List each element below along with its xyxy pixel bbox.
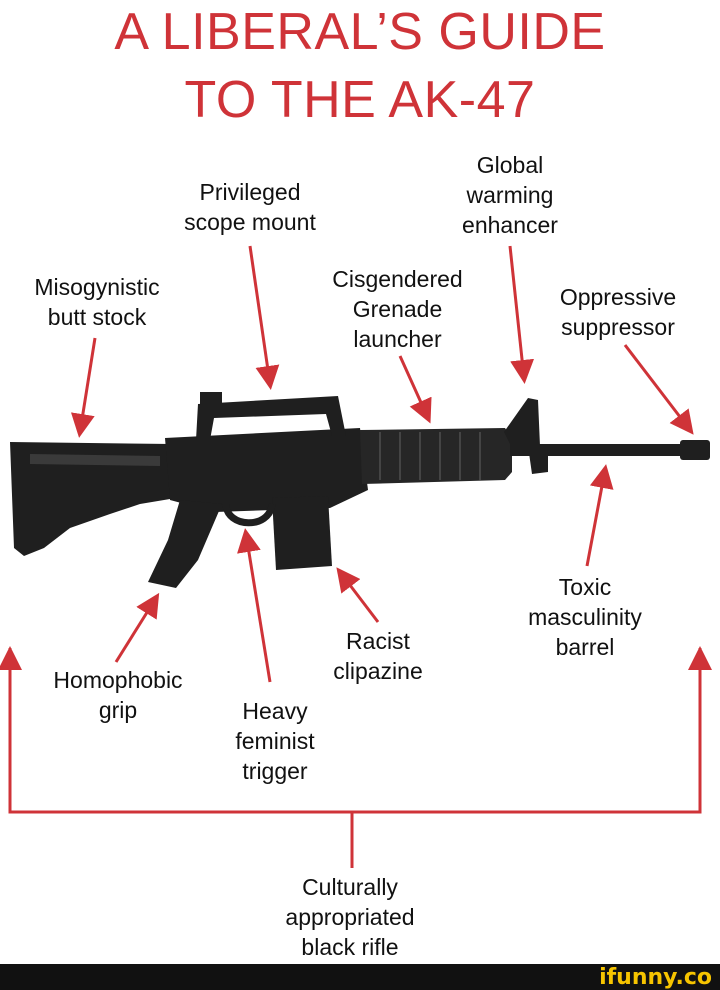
magazine [272,496,332,570]
arrow-trigger [237,528,272,683]
arrow-front-sight [508,245,535,384]
arrow-barrel [585,464,614,567]
receiver [165,428,368,512]
arrow-grip [114,592,160,663]
scope-mount [196,396,346,440]
arrow-magazine [336,567,380,623]
watermark-logo: ifunny.co [599,965,712,990]
trigger-guard [222,503,276,527]
title-line-1: A LIBERAL’S GUIDE [114,3,606,61]
pistol-grip [148,500,222,588]
butt-stock [10,442,176,556]
handguard [360,428,512,484]
arrow-stock [70,337,97,438]
bracket [8,648,702,814]
callout-arrows [0,245,712,868]
arrow-scope [248,245,280,390]
arrow-suppressor [623,344,694,435]
arrow-launcher [398,355,432,424]
footer-bar [0,964,720,990]
rifle-graphic [10,392,710,588]
title-line-2: TO THE AK-47 [184,71,536,129]
suppressor [680,440,710,460]
barrel [510,444,690,456]
